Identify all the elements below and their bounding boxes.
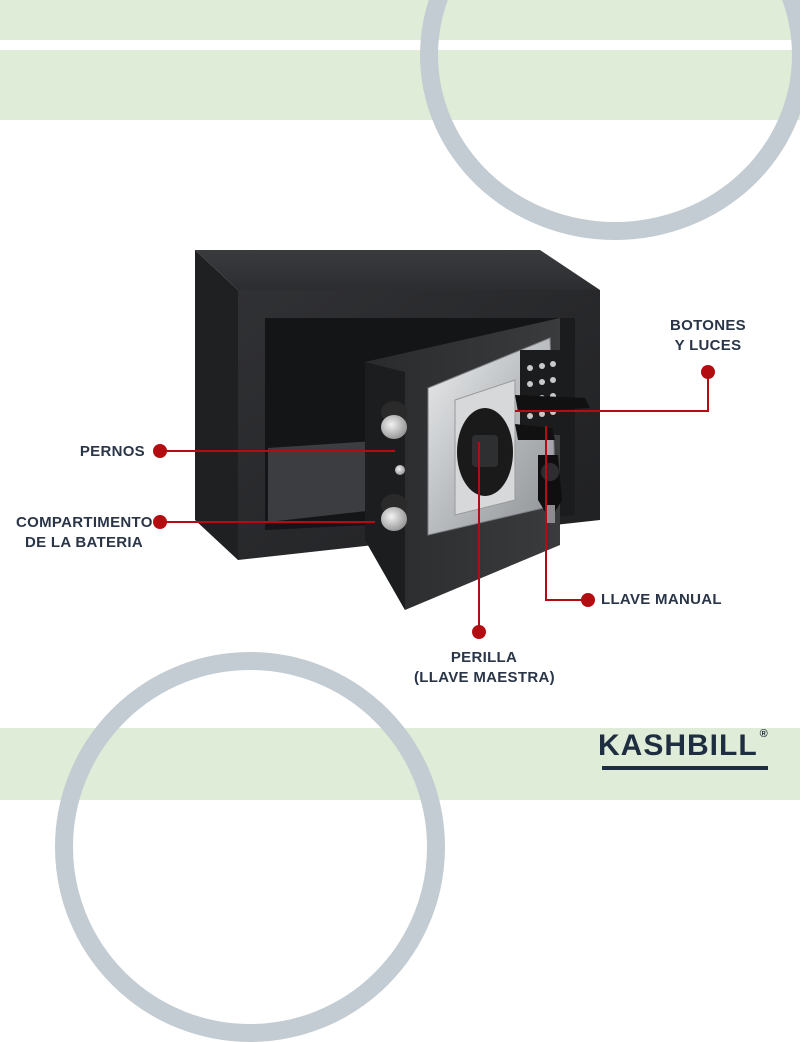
logo-underline bbox=[602, 766, 768, 770]
label-pernos: PERNOS bbox=[79, 443, 145, 460]
door-bolts bbox=[381, 401, 407, 531]
label-botones-line2: Y LUCES bbox=[674, 337, 742, 354]
label-botones-luces: BOTONES Y LUCES bbox=[662, 316, 754, 356]
callout-lines bbox=[160, 372, 709, 632]
callout-markers bbox=[153, 365, 715, 639]
label-compartimento-line2: DE LA BATERIA bbox=[24, 534, 144, 551]
label-perilla-line1: PERILLA bbox=[450, 649, 518, 666]
logo-text: KASHBILL bbox=[598, 729, 758, 762]
registered-mark: ® bbox=[759, 728, 769, 740]
safe-door bbox=[365, 318, 590, 610]
label-compartimento-line1: COMPARTIMENTO bbox=[16, 514, 153, 531]
label-botones-line1: BOTONES bbox=[669, 317, 746, 334]
safe-illustration bbox=[153, 250, 715, 639]
label-compartimento-bateria: COMPARTIMENTO DE LA BATERIA bbox=[16, 513, 152, 553]
label-llave-manual: LLAVE MANUAL bbox=[601, 591, 722, 608]
kashbill-logo: KASHBILL ® bbox=[598, 726, 769, 766]
label-perilla-line2: (LLAVE MAESTRA) bbox=[414, 669, 555, 686]
label-perilla: PERILLA (LLAVE MAESTRA) bbox=[414, 648, 555, 688]
